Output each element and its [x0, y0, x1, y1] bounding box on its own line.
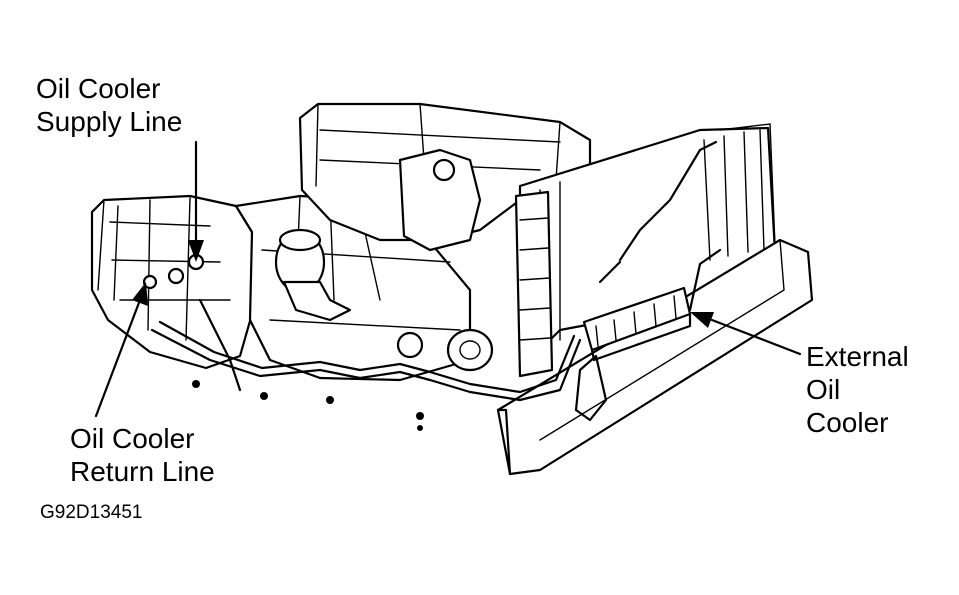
engine-intake — [298, 102, 592, 252]
callout-oil-cooler-supply-line: Oil Cooler Supply Line — [36, 72, 182, 138]
leader-external-cooler — [690, 312, 802, 356]
front-panel — [496, 238, 814, 476]
fasteners — [192, 380, 424, 431]
callout-line: Oil Cooler — [70, 423, 195, 454]
callout-line: Cooler — [806, 407, 889, 438]
radiator-assembly — [514, 123, 778, 378]
leader-return-line — [94, 282, 148, 418]
oil-cooler-lines — [150, 140, 722, 422]
callout-line: Oil Cooler — [36, 73, 161, 104]
figure-id: G92D13451 — [40, 502, 143, 523]
callout-external-oil-cooler: External Oil Cooler — [806, 340, 909, 439]
callout-line: Supply Line — [36, 106, 183, 137]
callout-line: Return Line — [70, 456, 215, 487]
callout-line: Oil — [806, 374, 841, 405]
leader-supply-line — [188, 140, 204, 262]
callout-oil-cooler-return-line: Oil Cooler Return Line — [70, 422, 215, 488]
alternator — [396, 328, 494, 372]
callout-line: External — [806, 341, 909, 372]
external-oil-cooler — [582, 286, 692, 362]
oil-filter — [274, 228, 352, 322]
